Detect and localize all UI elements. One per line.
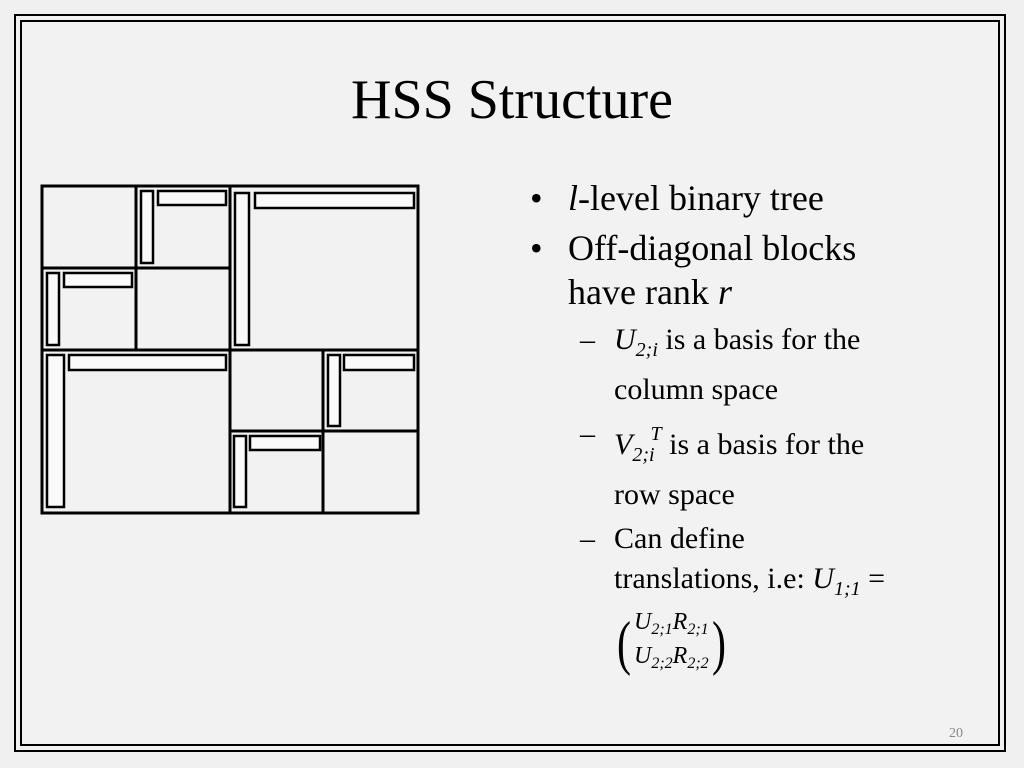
translation-matrix: ( U2;1R2;1 U2;2R2;2 ) [614,609,729,677]
slide-inner-border [20,20,1000,746]
basis-u-block-3-4 [326,353,342,428]
basis-u-block-2-1 [45,271,61,347]
basis-v-bottom-left [67,353,228,372]
bullet-binary-tree: •l-level binary tree [530,178,824,218]
left-paren: ( [616,610,631,676]
slide-outer-border [14,14,1006,752]
basis-v-block-3-4 [342,353,416,372]
translation-row-2: U2;2R2;2 [633,643,709,672]
bullet-list: •l-level binary tree •Off-diagonal block… [530,176,970,677]
basis-u-bottom-left [45,353,66,509]
subbullet-dash: – [580,417,595,450]
basis-v-top-right [253,191,416,210]
basis-v-block-4-3 [248,434,322,452]
basis-v-block-2-1 [62,271,134,289]
subbullet-dash: – [580,323,595,356]
translation-row-1: U2;1R2;1 [633,609,709,638]
bullet-dot: • [530,228,543,268]
basis-u-block-1-2 [139,189,155,265]
subbullet-dash: – [580,522,595,555]
page-number: 20 [949,726,963,741]
basis-u-block-4-3 [232,434,248,509]
right-paren: ) [711,610,726,676]
basis-u-top-right [233,191,251,347]
basis-v-block-1-2 [156,189,228,207]
slide-title: HSS Structure [351,69,673,131]
bullet-dot: • [530,178,543,218]
